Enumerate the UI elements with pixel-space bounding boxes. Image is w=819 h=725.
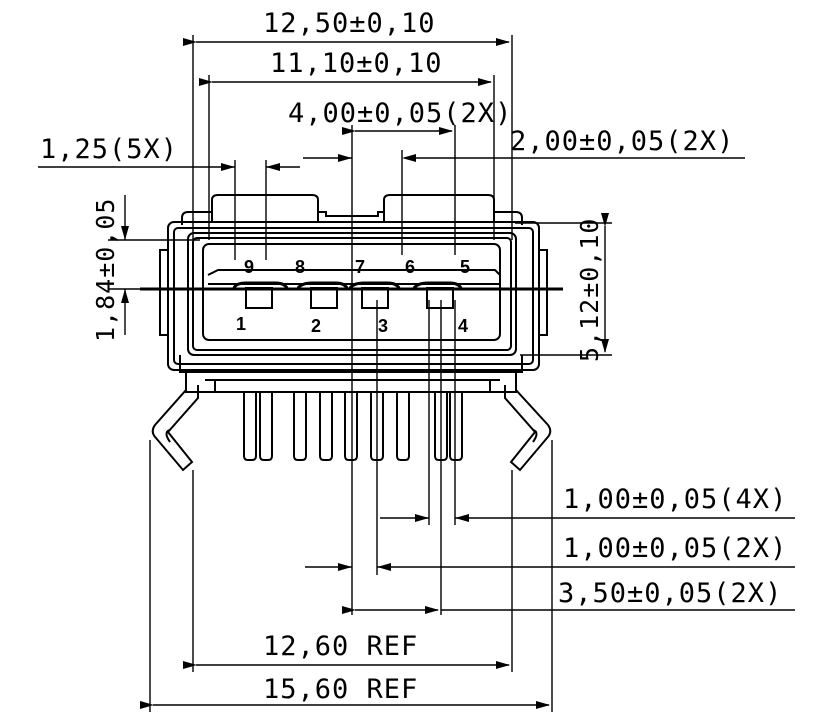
dim-label-1-00-2x: 1,00±0,05(2X) [563, 533, 787, 564]
dim-label-15-60: 15,60 REF [263, 674, 418, 705]
dim-pitch-1-25: 1,25(5X) [38, 134, 300, 260]
mounting-legs [151, 385, 552, 472]
pin-1-label: 1 [236, 314, 246, 334]
dim-label-11-10: 11,10±0,10 [270, 48, 443, 79]
connector-body [159, 194, 548, 393]
pin-4-label: 4 [458, 316, 468, 336]
dim-ref-12-60: 12,60 REF [183, 631, 510, 669]
dim-pitch-4: 4,00±0,05(2X) [288, 98, 512, 255]
pin-3-label: 3 [378, 316, 388, 336]
dim-label-1-00-4x: 1,00±0,05(4X) [563, 484, 787, 515]
dim-label-12-60: 12,60 REF [263, 631, 418, 662]
dim-label-1-84: 1,84±0,05 [91, 198, 120, 342]
dim-overall-width: 12,50±0,10 [183, 8, 513, 240]
contacts [232, 281, 463, 309]
pin-5-label: 5 [460, 257, 470, 277]
pin-7-label: 7 [355, 257, 365, 277]
dim-pin-1-4x: 1,00±0,05(4X) [380, 484, 795, 522]
dim-label-4-00: 4,00±0,05(2X) [288, 98, 512, 129]
pin-8-label: 8 [295, 257, 305, 277]
pin-6-label: 6 [405, 257, 415, 277]
dim-label-2-00: 2,00±0,05(2X) [510, 126, 734, 157]
dim-label-5-12: 5,12±0,10 [575, 218, 604, 362]
dim-inner-width: 11,10±0,10 [199, 48, 495, 240]
dim-label-3-50: 3,50±0,05(2X) [558, 578, 782, 609]
dim-pin-1-2x: 1,00±0,05(2X) [305, 533, 795, 571]
pin-9-label: 9 [244, 257, 254, 277]
dim-height-1-84: 1,84±0,05 [91, 195, 200, 342]
dim-pitch-2: 2,00±0,05(2X) [303, 126, 745, 255]
dim-height-5-12: 5,12±0,10 [515, 213, 612, 362]
pin-labels: 9 8 7 6 5 1 2 3 4 [236, 257, 470, 336]
dim-pin-3-50: 3,50±0,05(2X) [342, 578, 795, 614]
dim-label-12-50: 12,50±0,10 [263, 8, 436, 39]
lower-extension-lines [149, 195, 553, 712]
dim-ref-15-60: 15,60 REF [140, 674, 550, 709]
dim-label-1-25: 1,25(5X) [40, 134, 178, 165]
pin-2-label: 2 [311, 316, 321, 336]
